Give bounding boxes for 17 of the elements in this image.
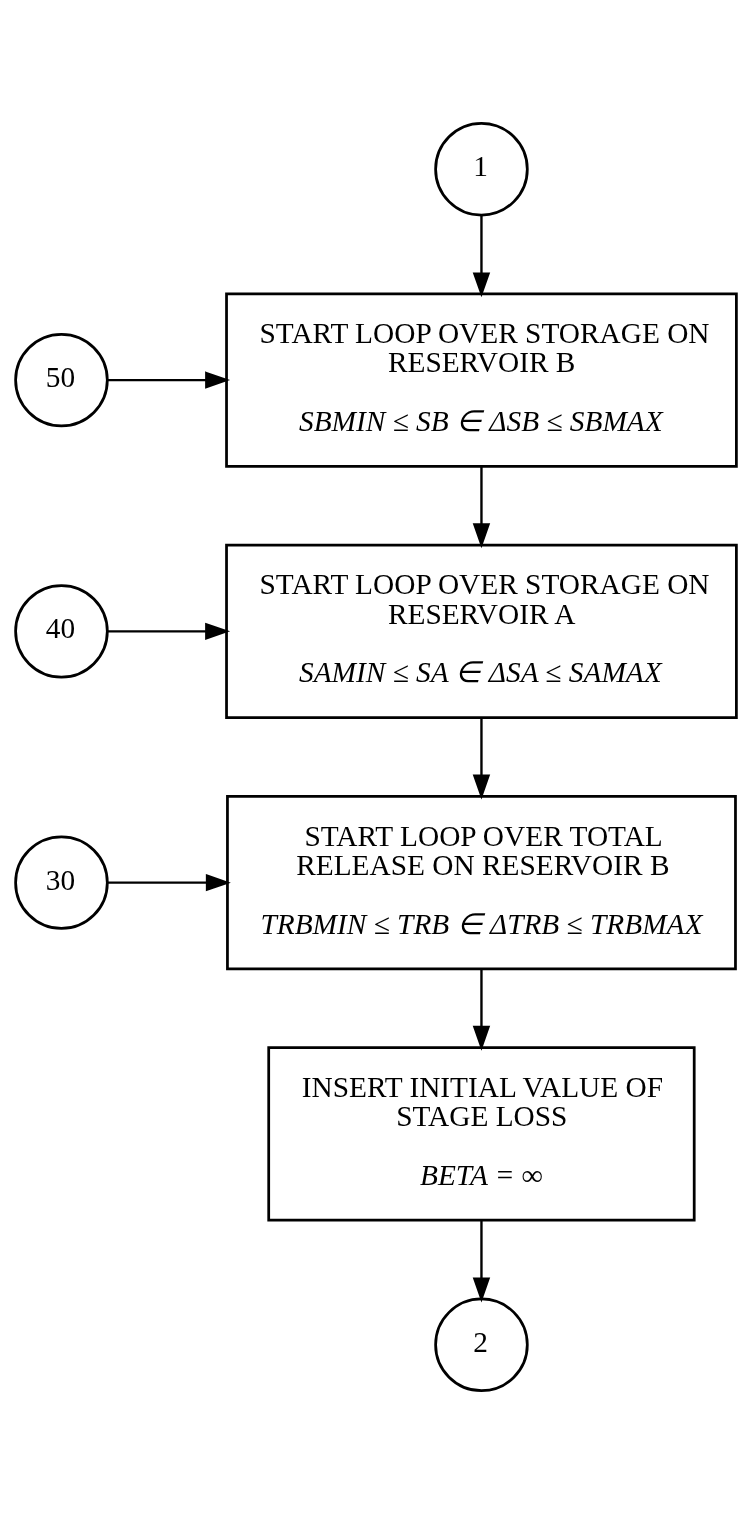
arrow: [472, 1220, 491, 1303]
arrow: [107, 622, 231, 641]
node-circle: 50: [14, 332, 109, 428]
arrow: [472, 466, 491, 549]
arrow: [472, 717, 491, 800]
arrow: [107, 371, 231, 389]
arrow: [472, 215, 491, 298]
node-box: START LOOP OVER STORAGE ON RESERVOIR A SAMIN ≤ SA ∈ ΔSA ≤ SAMAX: [225, 543, 738, 719]
node-box: START LOOP OVER STORAGE ON RESERVOIR B SBMIN ≤ SB ∈ ΔSB ≤ SBMAX: [225, 292, 738, 468]
node-circle: 1: [434, 121, 529, 217]
node-circle: 30: [14, 835, 109, 930]
arrow: [472, 969, 491, 1051]
node-circle: 2: [434, 1297, 529, 1393]
node-box: START LOOP OVER TOTAL RELEASE ON RESERVOIR B TRBMIN ≤ TRB ∈ ΔTRB ≤ TRBMAX: [226, 795, 737, 971]
arrow: [107, 873, 231, 892]
node-box: INSERT INITIAL VALUE OF STAGE LOSS BETA = ∞: [267, 1046, 696, 1222]
node-circle: 40: [14, 584, 109, 679]
